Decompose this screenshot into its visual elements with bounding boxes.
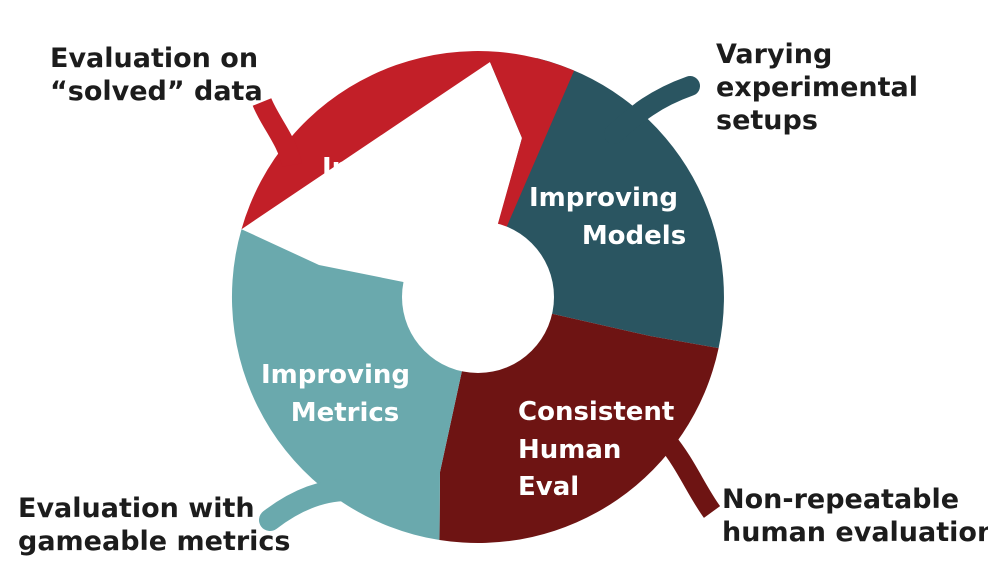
annotation-setups-line3: setups — [716, 105, 818, 136]
tail-top-right — [604, 76, 700, 144]
tail-bottom-left — [259, 479, 359, 531]
label-human-line2: Human — [518, 435, 621, 465]
label-data-line2: Data — [330, 191, 399, 221]
annotation-gameable-metrics: Evaluation with gameable metrics — [18, 492, 291, 558]
annotation-human-eval-line1: Non-repeatable — [722, 484, 960, 515]
label-consistent-human-eval: Consistent Human Eval — [518, 397, 683, 502]
annotation-experimental-setups: Varying experimental setups — [716, 38, 918, 137]
label-data-line1: Improving — [322, 153, 471, 183]
annotation-solved-data-line2: “solved” data — [50, 76, 263, 107]
tail-top-left — [252, 97, 302, 168]
label-models-line1: Improving — [529, 183, 678, 213]
label-improving-models: Improving Models — [529, 183, 687, 251]
annotation-solved-data-line1: Evaluation on — [50, 43, 259, 74]
label-human-line3: Eval — [518, 472, 579, 502]
tail-bottom-right — [658, 433, 721, 518]
label-improving-metrics: Improving Metrics — [261, 360, 419, 428]
label-improving-data: Improving Data — [322, 153, 480, 221]
label-human-line1: Consistent — [518, 397, 674, 427]
annotation-solved-data: Evaluation on “solved” data — [50, 42, 263, 108]
label-metrics-line1: Improving — [261, 360, 410, 390]
segment-improving-data — [241, 51, 575, 291]
annotation-setups-line1: Varying — [716, 39, 833, 70]
annotation-gameable-line1: Evaluation with — [18, 493, 255, 524]
annotation-human-eval-line2: human evaluation — [722, 517, 988, 548]
label-models-line2: Models — [582, 221, 686, 251]
annotation-setups-line2: experimental — [716, 72, 918, 103]
center-hole — [402, 221, 554, 373]
annotation-human-evaluation: Non-repeatable human evaluation — [722, 483, 988, 549]
label-metrics-line2: Metrics — [291, 398, 400, 428]
annotation-gameable-line2: gameable metrics — [18, 526, 291, 557]
